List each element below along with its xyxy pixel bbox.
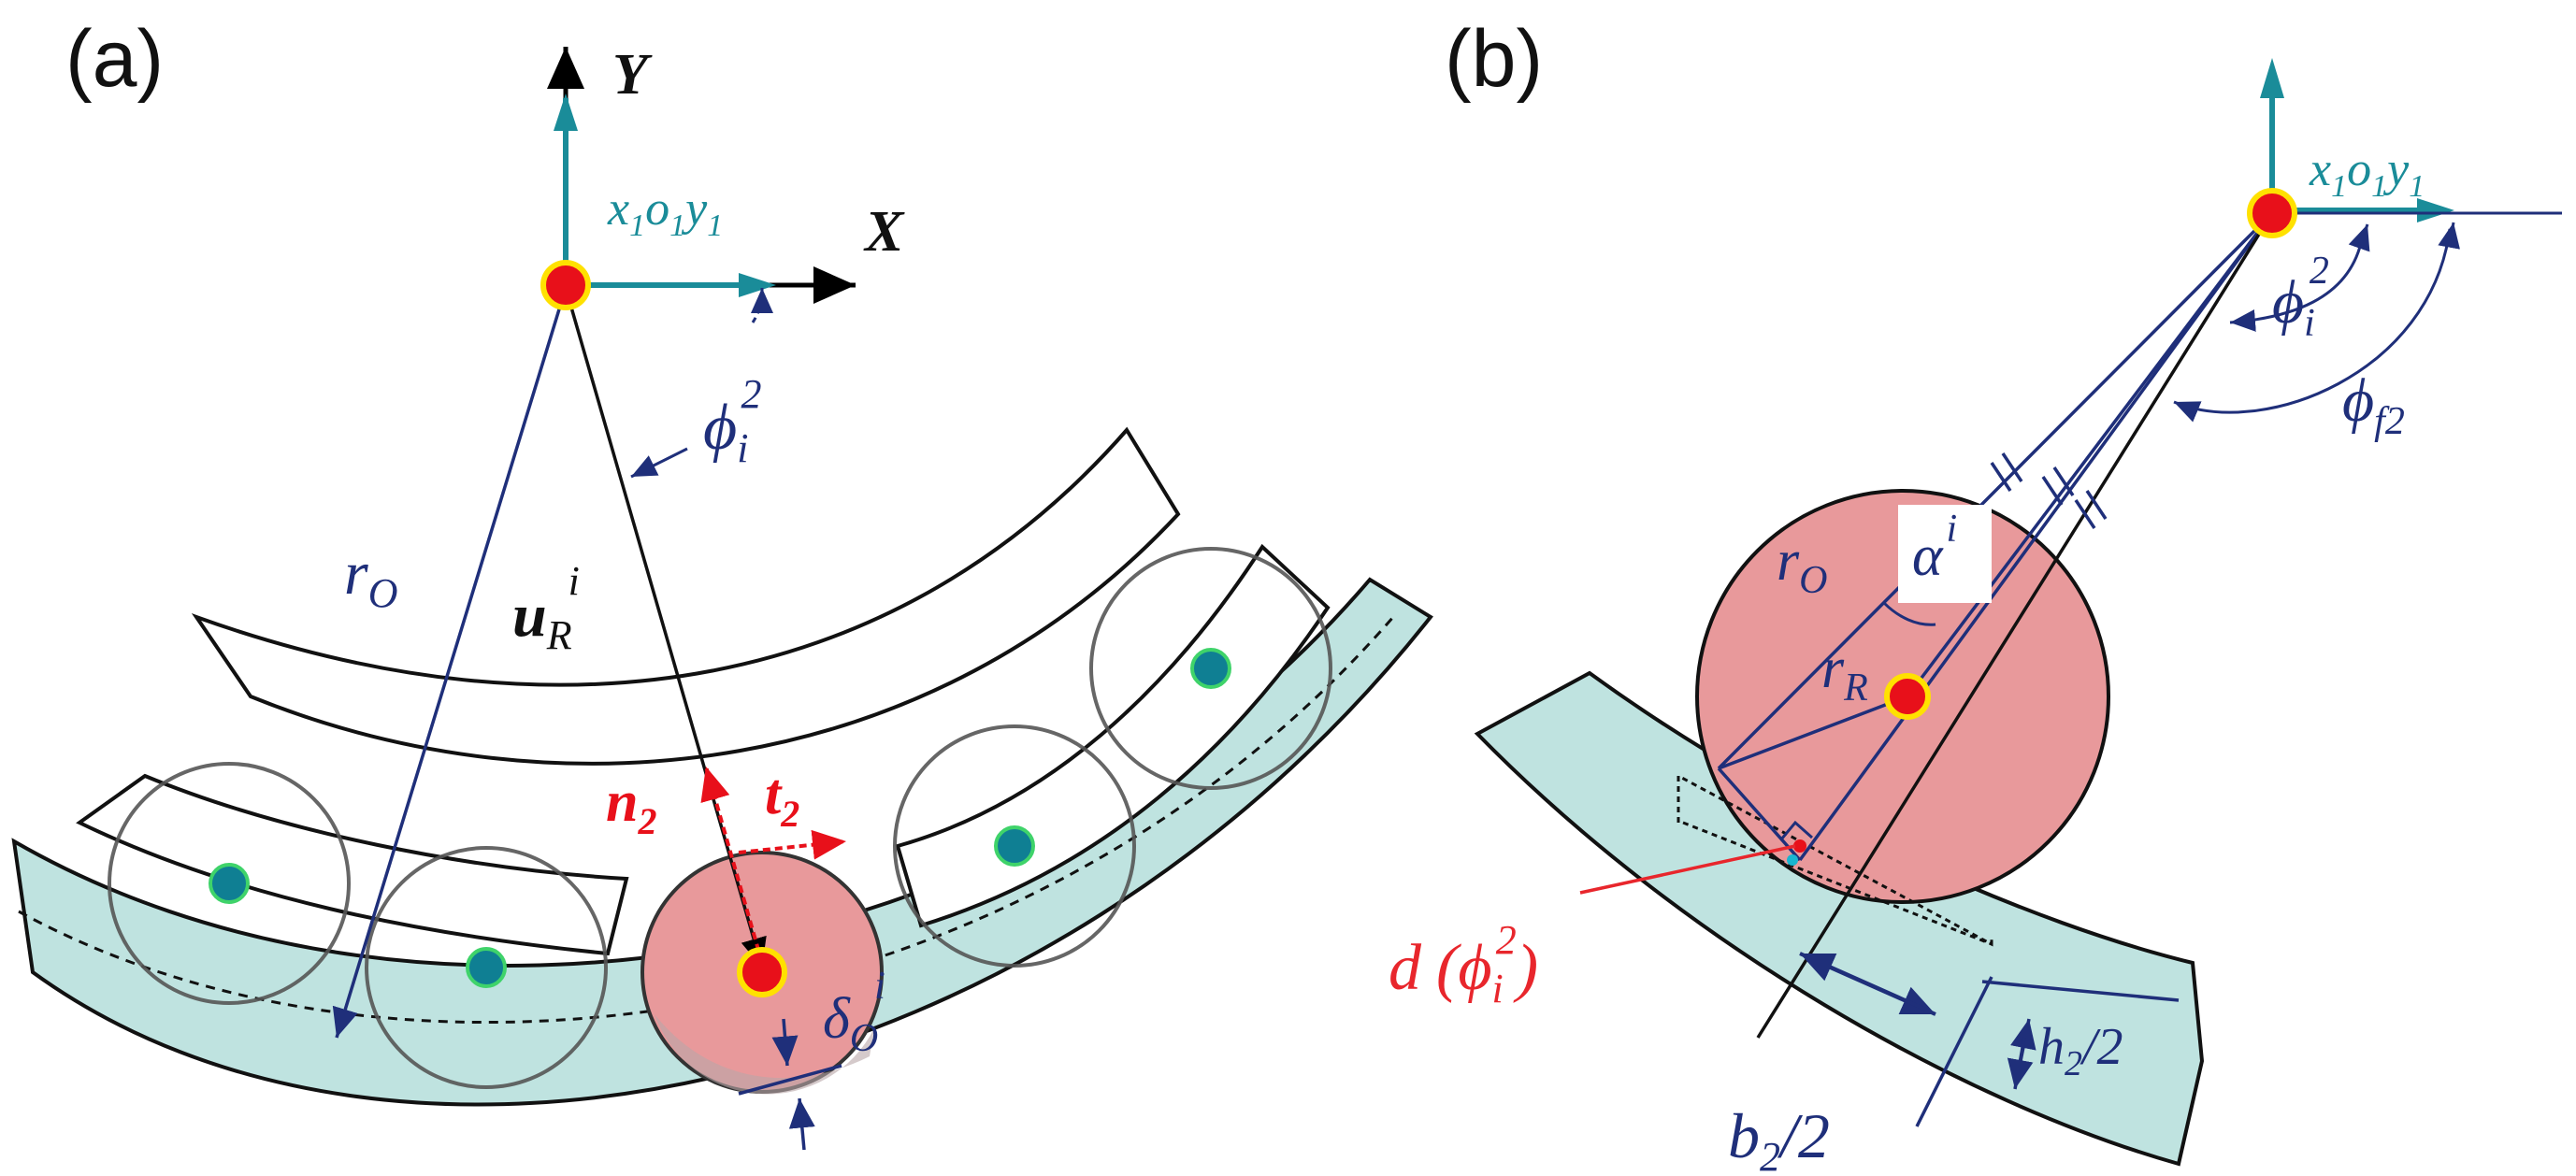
phi-label: ϕi2 <box>703 371 761 471</box>
panel-b-label: (b) <box>1445 14 1543 104</box>
contact-dotted-1 <box>1682 821 1993 946</box>
delta-label: δOi <box>823 965 885 1060</box>
b-h2-label: h2/2 <box>2038 1018 2123 1083</box>
b-axis-x-head <box>2417 198 2454 222</box>
b-r-r-label: rR <box>1821 637 1868 710</box>
axis-x-teal-head <box>739 273 776 297</box>
roller-5-center <box>1190 648 1231 689</box>
t2-vector <box>738 829 847 860</box>
b-dim-arrow-back <box>1799 952 1927 1011</box>
b-right-angle <box>1779 820 1813 840</box>
b-r-o-label: rO <box>1777 529 1827 602</box>
phi-arrow <box>750 287 773 323</box>
b-phi-f-label: ϕf2 <box>2342 366 2405 443</box>
panel-a-label: (a) <box>65 14 164 104</box>
b-radius-r-r <box>1718 695 1908 770</box>
inner-race-upper <box>191 426 1181 766</box>
b-h-arrow-down <box>2007 1037 2034 1090</box>
frame-origin <box>540 260 591 310</box>
panel-a: (a) Y X x1o1y1 <box>11 14 1433 1151</box>
b-d-label: d(ϕi2) <box>1389 917 1538 1011</box>
b-b2-label: b2/2 <box>1728 1100 1830 1176</box>
n2-label: n2 <box>606 770 656 842</box>
roller-overlap <box>655 1014 874 1095</box>
loaded-roller-center <box>737 947 787 997</box>
b-roller-center <box>1884 673 1931 720</box>
break-ticks <box>1990 452 2108 529</box>
delta-tick-1 <box>738 1064 842 1096</box>
b-phi-i-label: ϕi2 <box>2272 250 2329 345</box>
b-phi-i-arc-top <box>2348 223 2370 252</box>
b-axis-y-head <box>2260 58 2284 98</box>
axis-y-teal-head <box>554 93 578 131</box>
b-line-phi-f <box>1756 212 2274 1039</box>
b-frame-origin <box>2247 188 2297 238</box>
b-phi-f-arc-top <box>2438 222 2460 250</box>
b-line-r-o <box>1717 211 2274 770</box>
b-h-tick <box>1981 980 2180 1002</box>
roller-1-center <box>209 863 250 904</box>
roller-2 <box>365 846 608 1089</box>
b-contact-point-2 <box>1787 854 1798 866</box>
panel-b: (b) x1o1y1 <box>1389 14 2562 1176</box>
phi-arrow-2 <box>630 447 688 479</box>
delta-arrow-down <box>771 1018 799 1067</box>
b-phi-i-arc <box>2229 242 2363 332</box>
b-frame-label: x1o1y1 <box>2309 143 2425 204</box>
roller-2-center <box>466 947 507 988</box>
b-alpha-label: αi <box>1912 508 1957 588</box>
frame-label: x1o1y1 <box>607 182 723 243</box>
roller-5 <box>1089 547 1332 790</box>
u-r-label: uRi <box>512 558 580 658</box>
b-d-leader <box>1579 844 1796 895</box>
b-perp <box>1717 767 1802 862</box>
b-contact-point <box>1793 839 1806 853</box>
roller-1 <box>108 762 351 1005</box>
b-phi-f-arc <box>2173 228 2452 423</box>
n2-vector <box>700 766 764 964</box>
axis-y-label: Y <box>612 43 653 107</box>
b-alpha-box <box>1898 505 1992 603</box>
roller-4 <box>893 724 1136 968</box>
contact-region <box>1677 773 1993 947</box>
b-dim-tick-2 <box>1915 976 1993 1127</box>
b-line-phi-i <box>1798 211 2274 862</box>
r-o-line <box>332 287 568 1039</box>
roller-4-center <box>994 825 1035 867</box>
r-o-label: rO <box>344 539 397 616</box>
delta-arrow-up <box>788 1097 815 1151</box>
b-alpha-arc <box>1882 601 1936 626</box>
axis-x-label: X <box>863 200 905 264</box>
t2-label: t2 <box>765 763 799 835</box>
